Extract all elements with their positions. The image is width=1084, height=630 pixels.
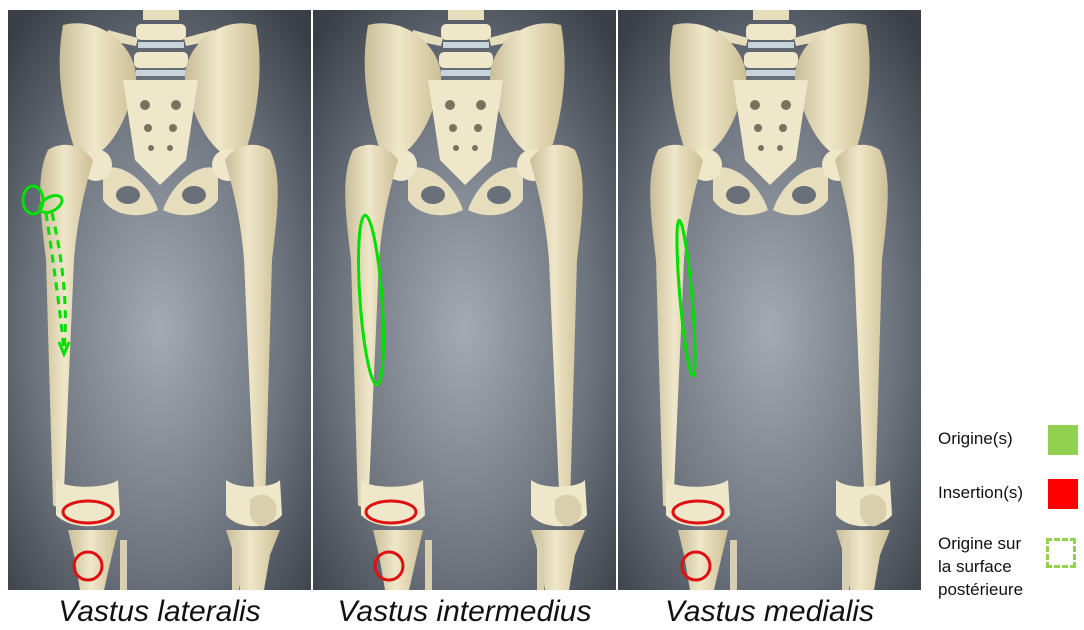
caption-vastus-medialis: Vastus medialis — [618, 594, 921, 630]
caption-vastus-lateralis: Vastus lateralis — [8, 594, 311, 630]
legend-posterior-line-1: Origine sur — [938, 532, 1043, 555]
panel-vastus-intermedius — [313, 10, 616, 590]
panel-vastus-lateralis — [8, 10, 311, 590]
legend-insertion-swatch — [1048, 479, 1078, 509]
panel-vastus-medialis — [618, 10, 921, 590]
legend-posterior-origin-label: Origine sur la surface postérieure — [938, 532, 1043, 601]
legend-origin-swatch — [1048, 425, 1078, 455]
legend-posterior-line-2: la surface — [938, 555, 1043, 578]
legend-posterior-line-3: postérieure — [938, 578, 1043, 601]
legend-posterior-origin-swatch — [1046, 538, 1076, 568]
skeleton-illustration-2 — [313, 10, 616, 590]
skeleton-illustration-3 — [618, 10, 921, 590]
caption-vastus-intermedius: Vastus intermedius — [313, 594, 616, 630]
skeleton-illustration-1 — [8, 10, 311, 590]
legend-origin-label: Origine(s) — [938, 428, 1013, 449]
legend-insertion-label: Insertion(s) — [938, 482, 1023, 503]
